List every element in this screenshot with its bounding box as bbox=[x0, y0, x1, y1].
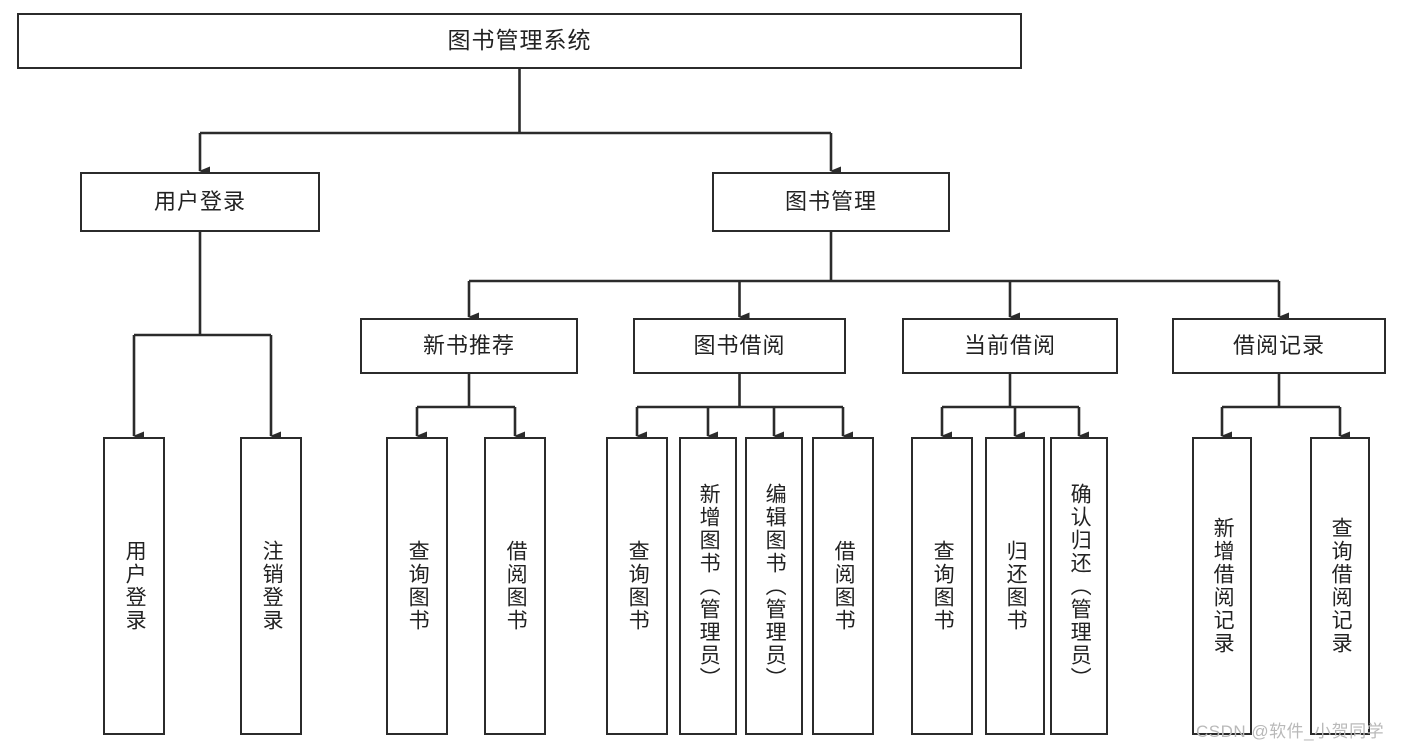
node-label-leaf-query-book-recommend: 查询图书 bbox=[406, 540, 430, 632]
node-leaf-edit-book-admin[interactable]: 编辑图书（管理员） bbox=[745, 437, 803, 735]
node-leaf-borrow-book-recommend[interactable]: 借阅图书 bbox=[484, 437, 546, 735]
node-leaf-return-book[interactable]: 归还图书 bbox=[985, 437, 1045, 735]
node-label-leaf-return-book: 归还图书 bbox=[1004, 540, 1028, 632]
node-current-borrow[interactable]: 当前借阅 bbox=[902, 318, 1118, 374]
node-book-manage[interactable]: 图书管理 bbox=[712, 172, 950, 232]
node-label-leaf-query-book-current: 查询图书 bbox=[931, 540, 955, 632]
node-label-leaf-user-login: 用户登录 bbox=[123, 540, 147, 632]
node-label-leaf-borrow-book: 借阅图书 bbox=[832, 540, 856, 632]
node-label-leaf-add-book-admin: 新增图书（管理员） bbox=[697, 482, 721, 690]
node-new-book-recommend[interactable]: 新书推荐 bbox=[360, 318, 578, 374]
node-leaf-confirm-return-admin[interactable]: 确认归还（管理员） bbox=[1050, 437, 1108, 735]
node-label-leaf-query-book-borrow: 查询图书 bbox=[626, 540, 650, 632]
node-leaf-logout-login[interactable]: 注销登录 bbox=[240, 437, 302, 735]
node-book-borrow[interactable]: 图书借阅 bbox=[633, 318, 846, 374]
node-user-login[interactable]: 用户登录 bbox=[80, 172, 320, 232]
node-leaf-add-book-admin[interactable]: 新增图书（管理员） bbox=[679, 437, 737, 735]
node-leaf-query-book-recommend[interactable]: 查询图书 bbox=[386, 437, 448, 735]
node-borrow-record[interactable]: 借阅记录 bbox=[1172, 318, 1386, 374]
node-label-book-manage: 图书管理 bbox=[784, 188, 877, 214]
node-leaf-user-login[interactable]: 用户登录 bbox=[103, 437, 165, 735]
node-root[interactable]: 图书管理系统 bbox=[17, 13, 1022, 69]
node-leaf-borrow-book[interactable]: 借阅图书 bbox=[812, 437, 874, 735]
node-label-user-login: 用户登录 bbox=[153, 188, 246, 214]
node-label-leaf-add-borrow-record: 新增借阅记录 bbox=[1211, 517, 1235, 655]
connector-group bbox=[132, 69, 1350, 441]
node-label-leaf-logout-login: 注销登录 bbox=[260, 540, 284, 632]
node-leaf-query-book-borrow[interactable]: 查询图书 bbox=[606, 437, 668, 735]
node-leaf-query-borrow-record[interactable]: 查询借阅记录 bbox=[1310, 437, 1370, 735]
node-label-current-borrow: 当前借阅 bbox=[963, 332, 1056, 358]
node-label-new-book-recommend: 新书推荐 bbox=[422, 332, 515, 358]
node-label-leaf-borrow-book-recommend: 借阅图书 bbox=[504, 540, 528, 632]
node-leaf-query-book-current[interactable]: 查询图书 bbox=[911, 437, 973, 735]
node-label-leaf-query-borrow-record: 查询借阅记录 bbox=[1329, 517, 1353, 655]
node-label-root: 图书管理系统 bbox=[447, 27, 592, 54]
node-label-leaf-confirm-return-admin: 确认归还（管理员） bbox=[1068, 482, 1092, 690]
node-leaf-add-borrow-record[interactable]: 新增借阅记录 bbox=[1192, 437, 1252, 735]
node-label-book-borrow: 图书借阅 bbox=[693, 332, 786, 358]
node-label-leaf-edit-book-admin: 编辑图书（管理员） bbox=[763, 482, 787, 690]
node-label-borrow-record: 借阅记录 bbox=[1232, 332, 1325, 358]
